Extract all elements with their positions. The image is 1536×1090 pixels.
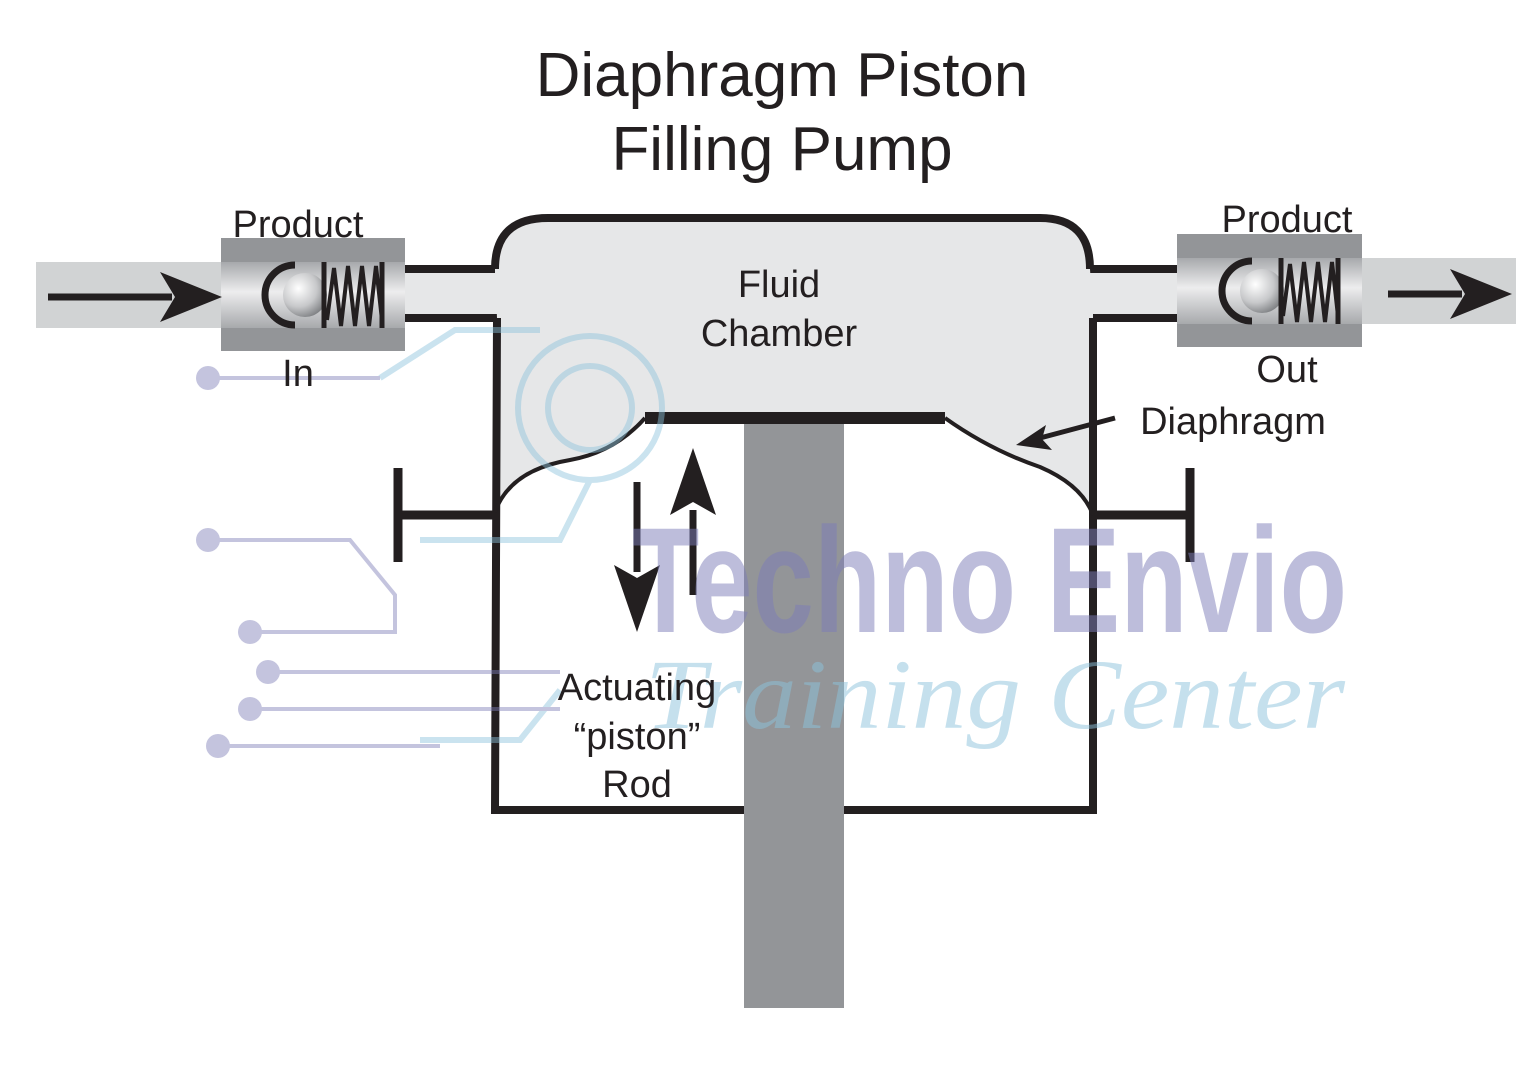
diaphragm-label: Diaphragm [1140,401,1326,443]
inlet-valve-spring [325,265,384,327]
arrow-right-icon [1388,269,1512,319]
gear-circuit-icon [196,327,665,758]
inlet-in-label: In [282,353,314,395]
rod-label-line3: Rod [602,764,672,806]
outlet-connector-pipe [1090,270,1180,317]
fluid-chamber-label-line2: Chamber [701,313,858,355]
outlet-valve-spring [1281,261,1340,323]
pipe-outlines [405,265,1180,322]
rod-label-line2: “piston” [574,716,701,758]
title-line1: Diaphragm Piston [536,41,1029,110]
title-line2: Filling Pump [611,115,952,184]
mounting-flanges [393,468,1195,562]
piston-plate [645,412,945,424]
diaphragm-pointer-arrow [1016,415,1116,450]
rod-label-line1: Actuating [558,667,716,709]
outlet-valve-ball [1240,269,1284,313]
inlet-check-valve [221,238,405,351]
watermark-line1: Techno Envio [632,496,1347,664]
inlet-valve-ball [283,273,327,317]
watermark-line2: Training Center [645,639,1346,750]
outlet-product-label: Product [1222,199,1353,241]
inlet-connector-pipe [405,270,500,317]
fluid-chamber-label-line1: Fluid [738,264,820,306]
outlet-check-valve [1177,234,1362,347]
arrow-right-icon [48,272,222,322]
outlet-out-label: Out [1256,349,1318,391]
inlet-product-label: Product [233,204,364,246]
up-down-arrows-icon [614,448,716,632]
fluid-chamber-fill [495,218,1093,515]
diaphragm [493,416,1095,516]
actuating-rod [744,418,844,1008]
